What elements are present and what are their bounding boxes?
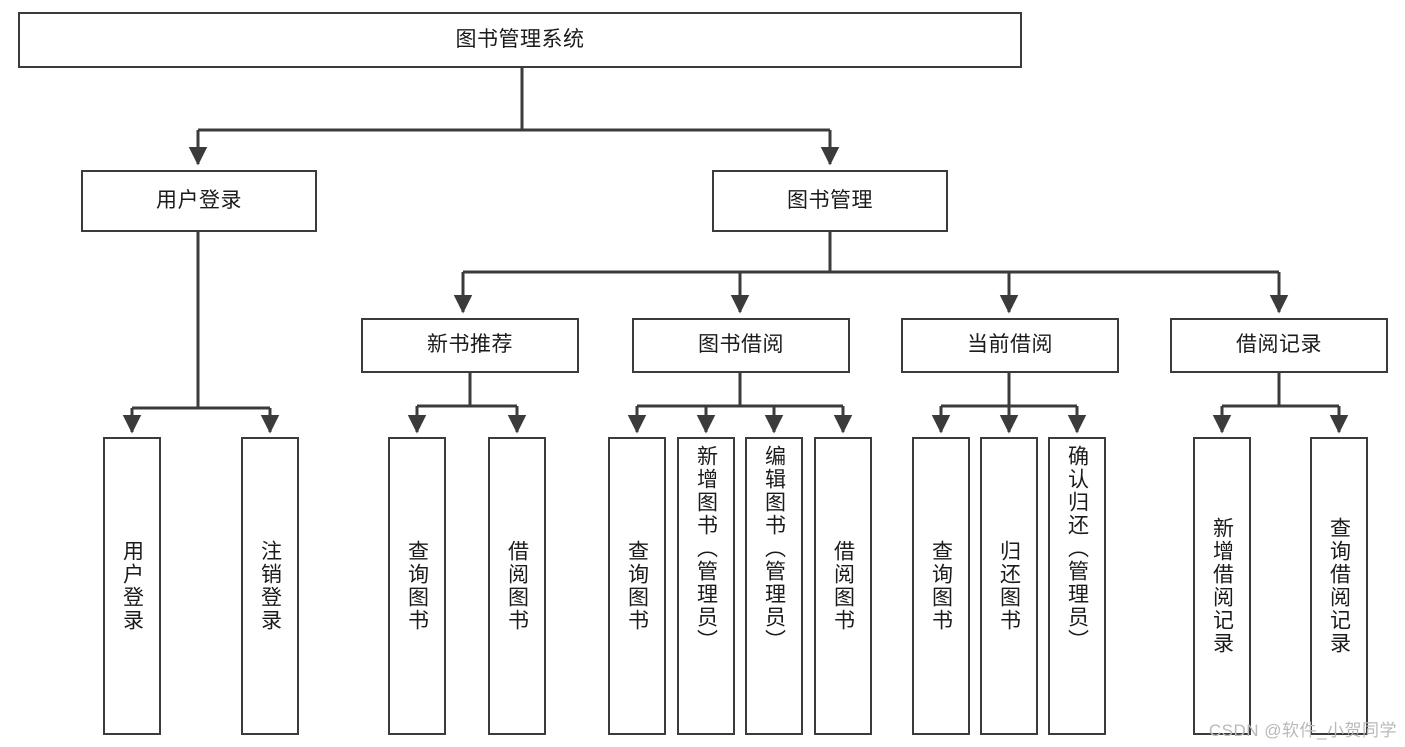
- leaf-borrow-book-newbook-label: 借阅图书: [505, 540, 529, 632]
- node-current-borrow[interactable]: 当前借阅: [901, 318, 1119, 373]
- leaf-confirm-return-admin[interactable]: 确认归还（管理员）: [1048, 437, 1106, 735]
- node-book-borrow-label: 图书借阅: [698, 333, 784, 357]
- leaf-borrow-book-borrow-label: 借阅图书: [831, 540, 855, 632]
- leaf-query-book-newbook[interactable]: 查询图书: [388, 437, 446, 735]
- watermark: CSDN @软件_小贺同学: [1208, 721, 1397, 740]
- leaf-add-borrow-record[interactable]: 新增借阅记录: [1193, 437, 1251, 735]
- leaf-return-book[interactable]: 归还图书: [980, 437, 1038, 735]
- leaf-query-book-current-label: 查询图书: [929, 540, 953, 632]
- leaf-query-book-current[interactable]: 查询图书: [912, 437, 970, 735]
- leaf-logout[interactable]: 注销登录: [241, 437, 299, 735]
- leaf-user-login[interactable]: 用户登录: [103, 437, 161, 735]
- node-book-borrow[interactable]: 图书借阅: [632, 318, 850, 373]
- node-new-book-recommend[interactable]: 新书推荐: [361, 318, 579, 373]
- leaf-borrow-book-borrow[interactable]: 借阅图书: [814, 437, 872, 735]
- leaf-query-book-newbook-label: 查询图书: [405, 540, 429, 632]
- leaf-borrow-book-newbook[interactable]: 借阅图书: [488, 437, 546, 735]
- leaf-return-book-label: 归还图书: [997, 540, 1021, 632]
- leaf-edit-book-admin-label: 编辑图书（管理员）: [762, 445, 786, 652]
- leaf-query-borrow-record-label: 查询借阅记录: [1327, 517, 1351, 655]
- leaf-add-book-admin[interactable]: 新增图书（管理员）: [677, 437, 735, 735]
- node-book-management[interactable]: 图书管理: [712, 170, 948, 232]
- node-user-login[interactable]: 用户登录: [81, 170, 317, 232]
- leaf-user-login-label: 用户登录: [120, 540, 144, 632]
- leaf-add-borrow-record-label: 新增借阅记录: [1210, 517, 1234, 655]
- node-borrow-record-label: 借阅记录: [1236, 333, 1322, 357]
- node-user-login-label: 用户登录: [156, 188, 242, 212]
- node-root[interactable]: 图书管理系统: [18, 12, 1022, 68]
- node-new-book-recommend-label: 新书推荐: [427, 333, 513, 357]
- node-current-borrow-label: 当前借阅: [967, 333, 1053, 357]
- leaf-edit-book-admin[interactable]: 编辑图书（管理员）: [745, 437, 803, 735]
- leaf-confirm-return-admin-label: 确认归还（管理员）: [1065, 445, 1089, 652]
- node-book-management-label: 图书管理: [787, 188, 873, 212]
- leaf-query-borrow-record[interactable]: 查询借阅记录: [1310, 437, 1368, 735]
- node-root-label: 图书管理系统: [455, 27, 585, 51]
- leaf-add-book-admin-label: 新增图书（管理员）: [694, 445, 718, 652]
- leaf-logout-label: 注销登录: [258, 540, 282, 632]
- node-borrow-record[interactable]: 借阅记录: [1170, 318, 1388, 373]
- leaf-query-book-borrow-label: 查询图书: [625, 540, 649, 632]
- leaf-query-book-borrow[interactable]: 查询图书: [608, 437, 666, 735]
